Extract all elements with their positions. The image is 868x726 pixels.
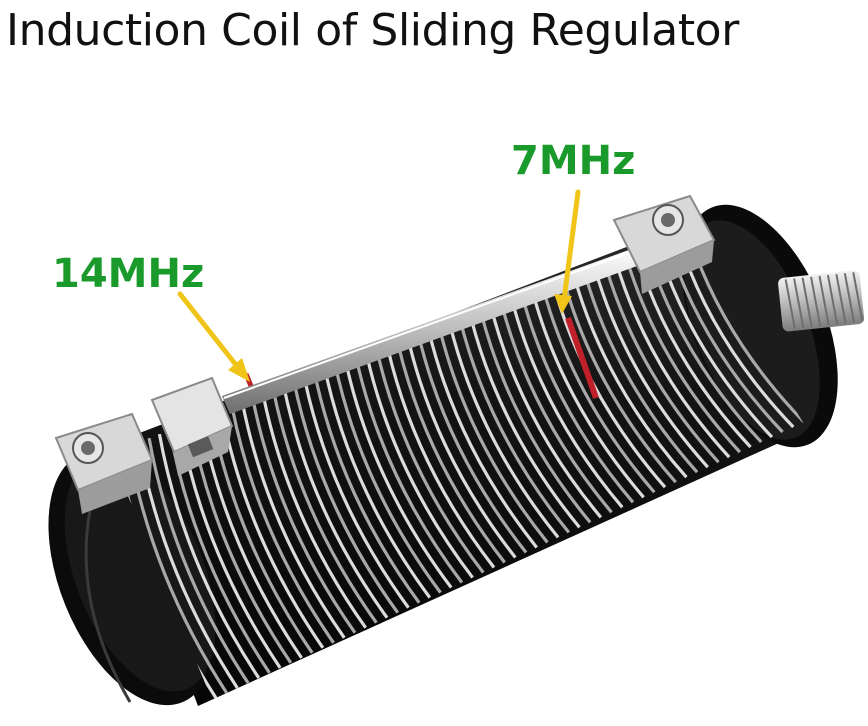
- bolt-thread: [801, 277, 813, 328]
- slider-rod: [222, 246, 648, 414]
- coil-winding: [251, 398, 357, 634]
- label-7mhz: 7MHz: [511, 138, 636, 184]
- coil-winding: [406, 338, 517, 559]
- coil-winding: [313, 374, 421, 604]
- coil-winding: [582, 271, 699, 474]
- coil-winding: [479, 310, 592, 524]
- coil-winding: [271, 390, 378, 624]
- coil-winding: [416, 334, 528, 554]
- coil-winding: [448, 322, 560, 539]
- coil-winding: [489, 306, 603, 519]
- coil-winding: [624, 255, 742, 454]
- coil-winding: [292, 382, 400, 614]
- page-title: Induction Coil of Sliding Regulator: [6, 5, 739, 56]
- arrow-7mhz: [554, 189, 581, 314]
- coil-winding: [572, 275, 688, 479]
- coil-winding: [157, 433, 261, 679]
- terminal-bolt: [778, 270, 865, 332]
- coil-winding: [147, 437, 250, 684]
- coil-winding: [261, 394, 367, 629]
- coil-winding: [396, 342, 506, 564]
- marker-7mhz: [565, 317, 599, 399]
- coil-winding: [603, 263, 720, 464]
- coil-winding: [302, 378, 410, 609]
- arrow-14mhz: [177, 291, 250, 382]
- coil-winding: [375, 350, 485, 574]
- coil-winding: [593, 267, 709, 469]
- coil-winding: [282, 386, 389, 619]
- coil-winding: [510, 298, 624, 509]
- coil-winding: [468, 314, 581, 529]
- coil-winding: [365, 354, 474, 579]
- coil-winding: [520, 295, 635, 504]
- bolt-thread: [818, 275, 830, 326]
- coil-winding: [385, 346, 496, 569]
- coil-winding: [499, 302, 613, 514]
- coil-winding: [230, 406, 335, 644]
- bolt-thread: [852, 272, 864, 322]
- bolt-thread: [843, 273, 856, 323]
- bolt-thread: [784, 279, 796, 329]
- coil-winding: [613, 259, 731, 459]
- coil-winding: [240, 402, 346, 639]
- coil-winding: [541, 287, 656, 494]
- clamp-left: [54, 412, 154, 514]
- label-14mhz: 14MHz: [52, 251, 205, 297]
- coil-winding: [427, 330, 538, 549]
- bolt-thread: [826, 274, 839, 325]
- coil-winding: [458, 318, 571, 534]
- coil-winding: [334, 366, 442, 594]
- bolt-thread: [810, 276, 822, 327]
- clamp-right: [612, 194, 716, 294]
- coil-winding: [323, 370, 432, 599]
- bolt-thread: [835, 273, 847, 324]
- coil-winding: [437, 326, 549, 544]
- bolt-thread: [793, 278, 805, 329]
- coil-winding: [530, 291, 645, 499]
- coil-winding: [344, 362, 453, 589]
- coil-winding: [562, 279, 677, 484]
- coil-winding: [354, 358, 464, 584]
- slider-contact: [150, 376, 234, 476]
